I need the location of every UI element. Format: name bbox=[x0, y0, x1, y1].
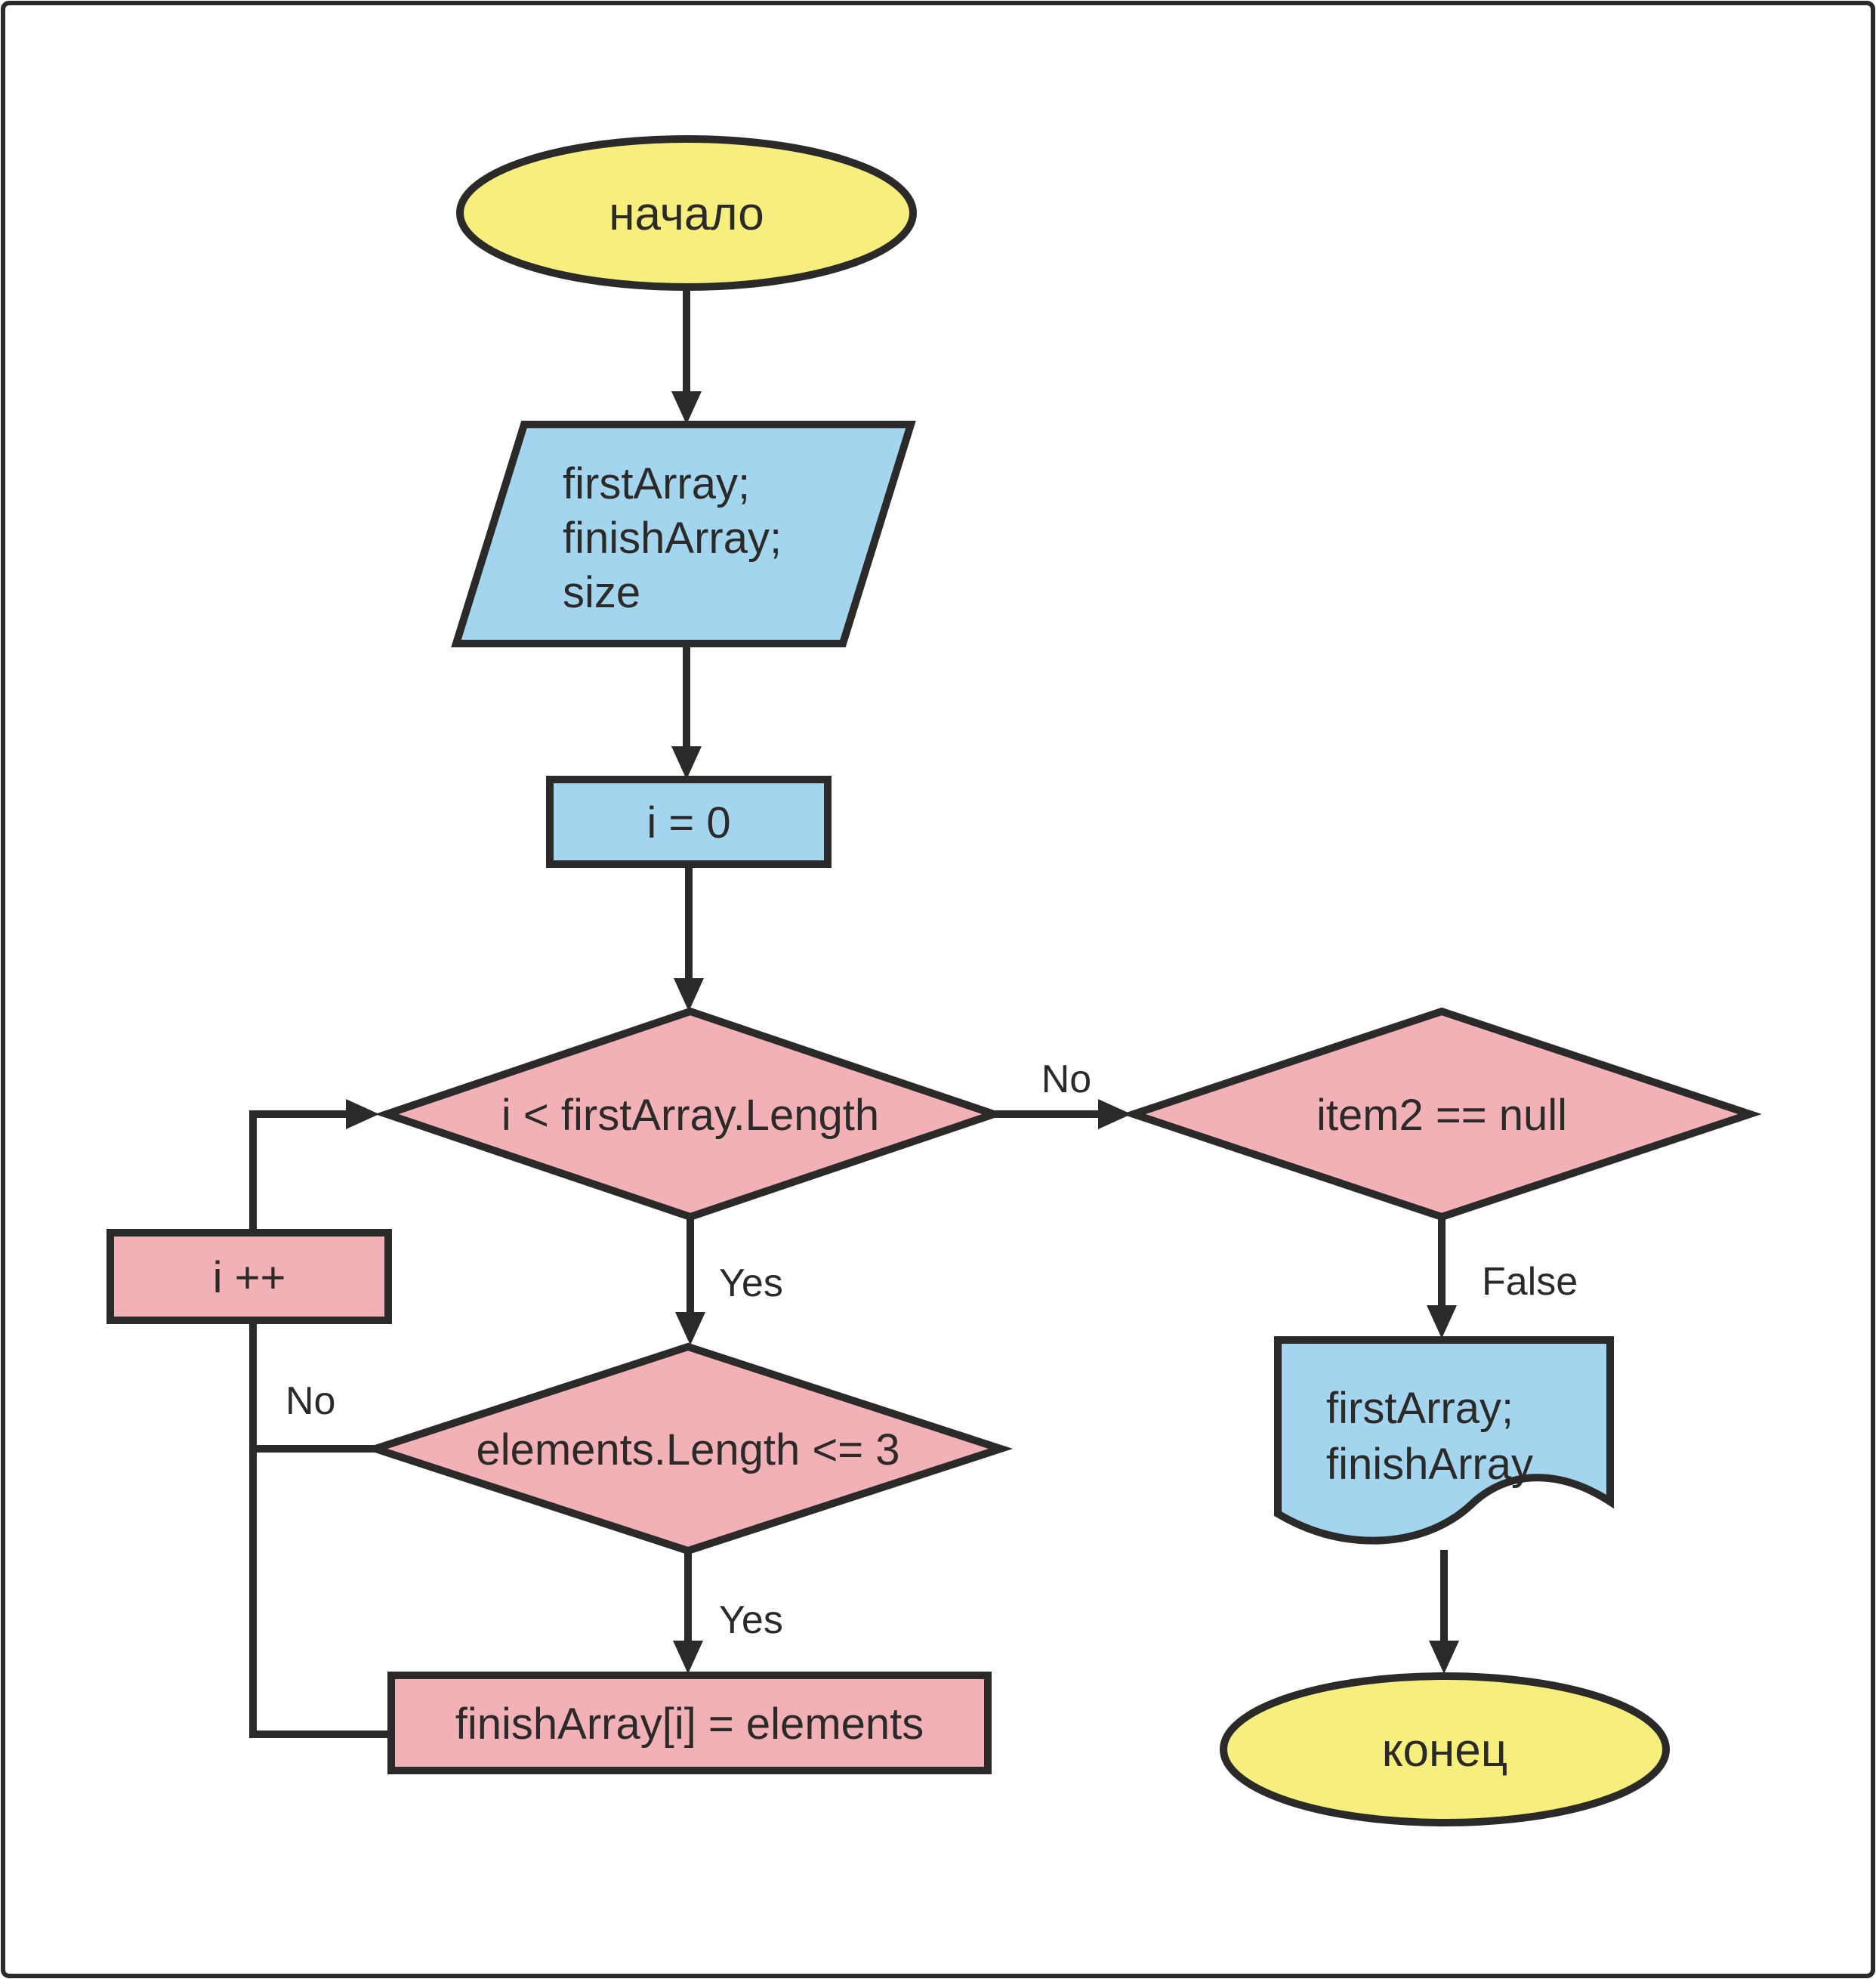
null-check-label: item2 == null bbox=[1316, 1091, 1567, 1140]
edge-line bbox=[249, 1110, 391, 1738]
node-assign: finishArray[i] = elements bbox=[387, 1672, 992, 1774]
arrowhead bbox=[1098, 1099, 1131, 1129]
init-label: i = 0 bbox=[646, 798, 730, 847]
init-rect bbox=[546, 776, 832, 868]
input-line-2: finishArray; bbox=[563, 514, 782, 563]
arrowhead bbox=[673, 1641, 703, 1674]
node-end: конец bbox=[1220, 1672, 1670, 1826]
arrowhead bbox=[1429, 1641, 1459, 1674]
arrowhead bbox=[346, 1099, 379, 1129]
null-check-diamond bbox=[1122, 1007, 1762, 1221]
edge-init-to-loop-condition bbox=[674, 864, 704, 1011]
input-line-3: size bbox=[563, 568, 640, 617]
edge-null-check-false: False bbox=[1427, 1217, 1578, 1338]
assign-rect bbox=[387, 1672, 992, 1774]
node-input: firstArray; finishArray; size bbox=[451, 421, 916, 647]
edge-inner-condition-no: No bbox=[253, 1379, 377, 1453]
edge-label-yes: Yes bbox=[719, 1598, 783, 1642]
arrowhead bbox=[671, 391, 702, 425]
start-label: начало bbox=[609, 188, 764, 240]
inner-condition-diamond bbox=[363, 1342, 1014, 1555]
node-loop-condition: i < firstArray.Length bbox=[375, 1007, 1006, 1221]
arrowhead bbox=[674, 978, 704, 1011]
edge-label-no: No bbox=[285, 1379, 335, 1423]
edge-start-to-input bbox=[671, 287, 702, 425]
output-document bbox=[1274, 1336, 1614, 1545]
arrowhead bbox=[675, 1312, 705, 1345]
end-label: конец bbox=[1382, 1724, 1508, 1777]
loop-condition-diamond bbox=[375, 1007, 1006, 1221]
edge-label-yes: Yes bbox=[719, 1261, 783, 1305]
inner-condition-label: elements.Length <= 3 bbox=[476, 1425, 899, 1474]
input-parallelogram bbox=[451, 421, 916, 647]
arrowhead bbox=[1427, 1305, 1457, 1338]
edge-loop-back bbox=[249, 1099, 391, 1738]
arrowhead bbox=[671, 746, 702, 780]
input-line-1: firstArray; bbox=[563, 459, 750, 508]
node-init: i = 0 bbox=[546, 776, 832, 868]
edge-output-to-end bbox=[1429, 1550, 1459, 1674]
output-line-1: firstArray; bbox=[1326, 1384, 1513, 1433]
edge-label-false: False bbox=[1482, 1260, 1578, 1304]
node-null-check: item2 == null bbox=[1122, 1007, 1762, 1221]
node-output: firstArray; finishArray bbox=[1274, 1336, 1614, 1545]
node-inner-condition: elements.Length <= 3 bbox=[363, 1342, 1014, 1555]
edge-label-no: No bbox=[1041, 1057, 1091, 1101]
edge-loop-condition-yes: Yes bbox=[675, 1217, 783, 1345]
assign-label: finishArray[i] = elements bbox=[455, 1700, 924, 1749]
output-line-2: finishArray bbox=[1326, 1440, 1533, 1489]
start-ellipse bbox=[456, 135, 917, 291]
loop-condition-label: i < firstArray.Length bbox=[501, 1091, 879, 1140]
edge-input-to-init bbox=[671, 644, 702, 780]
node-start: начало bbox=[456, 135, 917, 291]
edge-loop-condition-no: No bbox=[995, 1057, 1131, 1129]
node-increment: i ++ bbox=[106, 1229, 392, 1324]
increment-rect bbox=[106, 1229, 392, 1324]
edge-inner-condition-yes: Yes bbox=[673, 1551, 783, 1674]
increment-label: i ++ bbox=[213, 1253, 286, 1302]
end-ellipse bbox=[1220, 1672, 1670, 1826]
